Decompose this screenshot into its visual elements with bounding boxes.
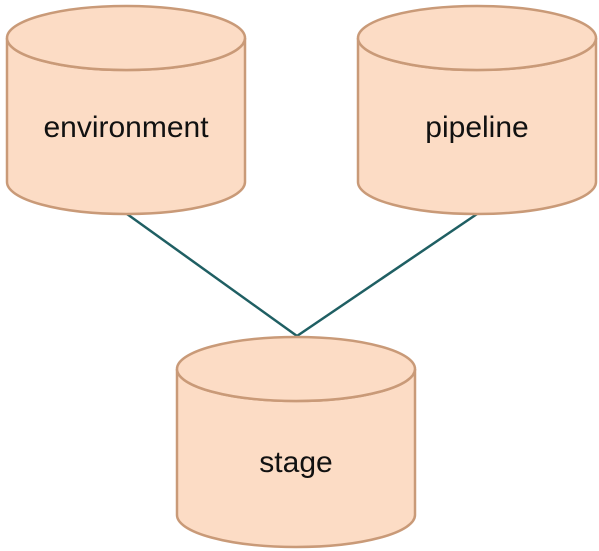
node-pipeline[interactable]: pipeline [356, 4, 598, 216]
node-label-environment: environment [43, 111, 209, 144]
edge-environment-stage [126, 212, 298, 338]
node-stage[interactable]: stage [175, 335, 417, 549]
node-label-pipeline: pipeline [425, 111, 528, 144]
cylinder-top [5, 4, 247, 72]
node-label-stage: stage [259, 446, 332, 479]
cylinder-top [356, 4, 598, 72]
node-environment[interactable]: environment [5, 4, 247, 216]
edge-pipeline-stage [296, 212, 478, 338]
cylinder-top [175, 335, 417, 403]
